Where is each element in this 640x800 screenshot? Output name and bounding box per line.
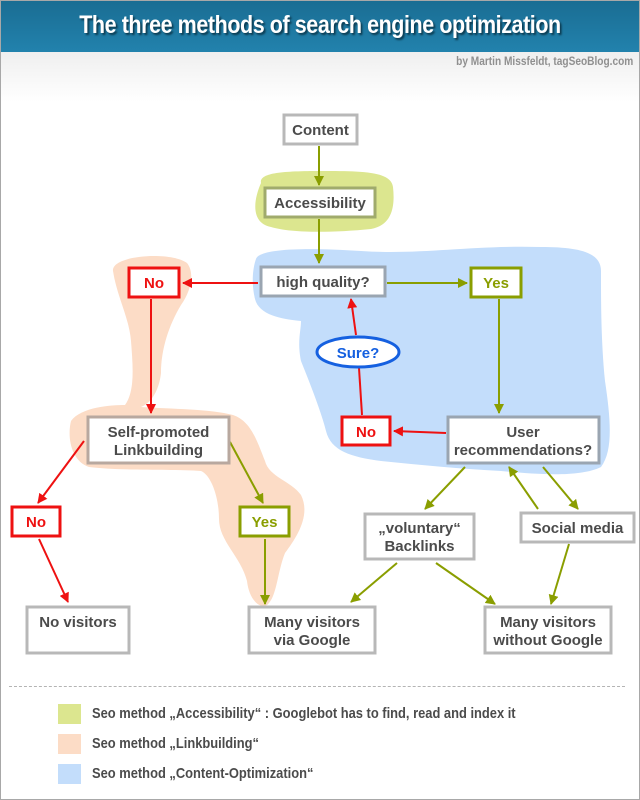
node-no-visitors: No visitors: [25, 605, 131, 655]
node-backlinks-line2: Backlinks: [384, 538, 454, 555]
node-visitors-without-google-line2: without Google: [492, 632, 602, 649]
node-self-promoted-linkbuilding: Self-promoted Linkbuilding: [86, 415, 231, 465]
arrow-user-recommendations-to-no: [393, 426, 447, 437]
legend-label-accessibility: Seo method „Accessibility“ : Googlebot h…: [92, 705, 516, 722]
node-self-promoted-line1: Self-promoted: [108, 424, 210, 441]
arrow-self-promoted-to-yes: [229, 441, 264, 504]
arrow-social-to-user-rec: [508, 466, 539, 510]
node-accessibility: Accessibility: [263, 186, 377, 219]
arrow-sure-to-high-quality: [347, 298, 358, 336]
node-visitors-via-google: Many visitors via Google: [247, 605, 377, 655]
node-sure: Sure?: [315, 335, 401, 369]
legend-swatch-linkbuilding: [58, 734, 81, 754]
node-no-visitors-label: No visitors: [39, 614, 117, 631]
legend-item-accessibility: Seo method „Accessibility“ : Googlebot h…: [58, 703, 618, 725]
node-social-media-label: Social media: [532, 520, 624, 537]
legend-label-content-optimization: Seo method „Content-Optimization“: [92, 765, 314, 782]
node-voluntary-backlinks: „voluntary“ Backlinks: [363, 512, 476, 561]
node-yes-linkbuilding-label: Yes: [252, 514, 278, 531]
arrow-backlinks-to-visitors-google: [350, 562, 398, 603]
arrow-no-to-sure: [358, 367, 363, 416]
node-no-top: No: [127, 266, 181, 299]
node-backlinks-line1: „voluntary“: [378, 520, 461, 537]
node-no-top-label: No: [144, 275, 164, 292]
node-yes-linkbuilding: Yes: [238, 505, 291, 538]
arrow-no-to-no-visitors: [38, 538, 69, 603]
arrow-self-promoted-to-no: [37, 440, 85, 504]
legend-divider: [9, 686, 625, 687]
arrow-user-rec-to-social: [542, 466, 579, 510]
node-yes-top-label: Yes: [483, 275, 509, 292]
node-content: Content: [282, 113, 359, 146]
node-user-recommendations-line2: recommendations?: [454, 442, 592, 459]
node-no-linkbuilding-label: No: [26, 514, 46, 531]
node-no-linkbuilding: No: [10, 505, 62, 538]
node-user-recommendations: User recommendations?: [446, 415, 601, 465]
legend-label-linkbuilding: Seo method „Linkbuilding“: [92, 735, 259, 752]
arrow-backlinks-to-visitors-without-google: [435, 562, 496, 605]
legend-item-content-optimization: Seo method „Content-Optimization“: [58, 763, 618, 785]
legend-swatch-content-optimization: [58, 764, 81, 784]
node-high-quality-label: high quality?: [276, 274, 369, 291]
seo-flowchart: Content Accessibility high quality? No Y…: [10, 113, 636, 655]
node-no-loop: No: [340, 415, 392, 447]
author-credit: by Martin Missfeldt, tagSeoBlog.com: [455, 56, 633, 68]
legend-item-linkbuilding: Seo method „Linkbuilding“: [58, 733, 618, 755]
node-social-media: Social media: [519, 511, 636, 544]
node-visitors-google-line2: via Google: [274, 632, 351, 649]
node-user-recommendations-line1: User: [506, 424, 540, 441]
arrow-social-to-visitors-without-google: [548, 543, 570, 605]
node-self-promoted-line2: Linkbuilding: [114, 442, 203, 459]
node-high-quality: high quality?: [259, 265, 387, 298]
arrow-user-rec-to-backlinks: [424, 466, 466, 510]
title-bar: The three methods of search engine optim…: [1, 1, 639, 52]
legend-swatch-accessibility: [58, 704, 81, 724]
node-content-label: Content: [292, 122, 349, 139]
byline-bar: by Martin Missfeldt, tagSeoBlog.com: [1, 52, 639, 102]
node-sure-label: Sure?: [337, 345, 380, 362]
node-visitors-google-line1: Many visitors: [264, 614, 360, 631]
node-accessibility-label: Accessibility: [274, 195, 366, 212]
node-visitors-without-google-line1: Many visitors: [500, 614, 596, 631]
page-title: The three methods of search engine optim…: [79, 11, 561, 39]
node-no-loop-label: No: [356, 424, 376, 441]
node-yes-top: Yes: [469, 266, 523, 299]
node-visitors-without-google: Many visitors without Google: [483, 605, 613, 655]
